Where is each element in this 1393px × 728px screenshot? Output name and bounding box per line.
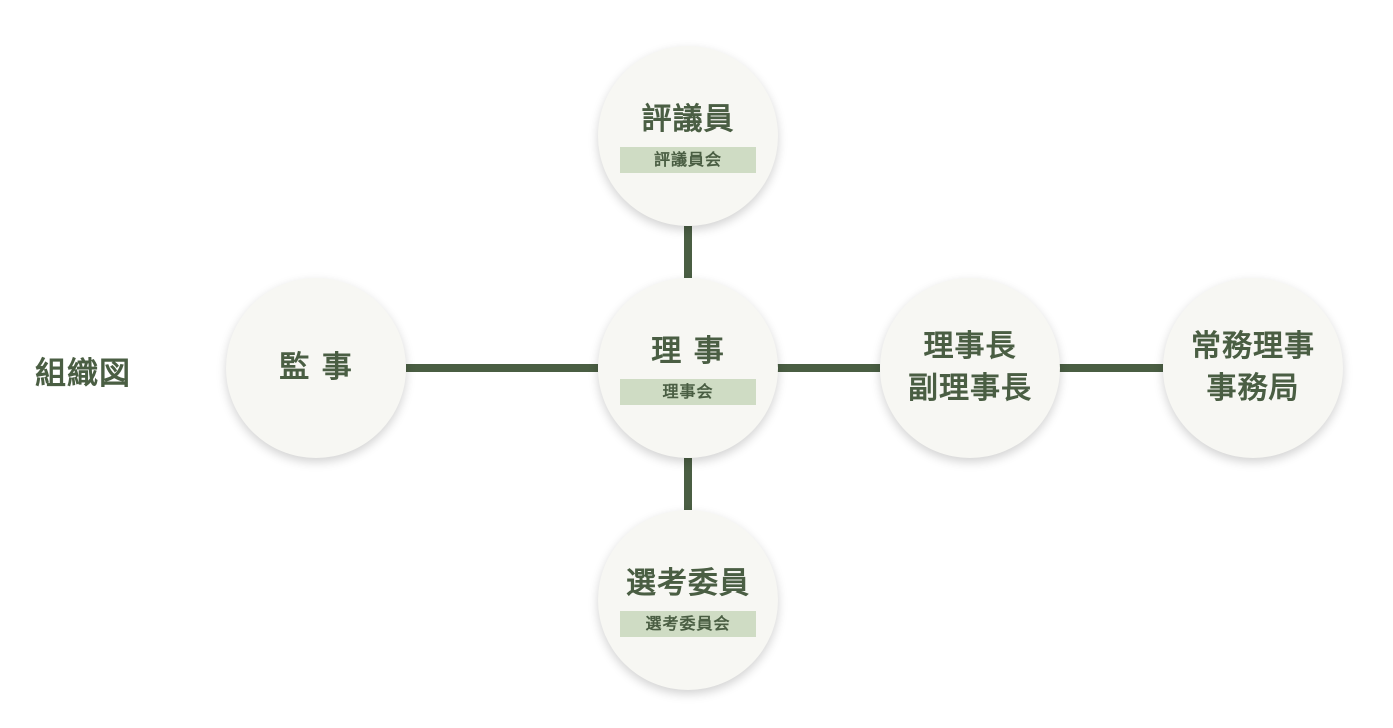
node-senko: 選考委員 選考委員会 bbox=[598, 510, 778, 690]
node-kanji: 監 事 bbox=[226, 278, 406, 458]
node-hyogiin-title: 評議員 bbox=[641, 102, 735, 137]
connector-riji-senko bbox=[684, 458, 692, 510]
node-senko-subtitle: 選考委員会 bbox=[620, 611, 756, 637]
node-jomu: 常務理事 事務局 bbox=[1163, 278, 1343, 458]
node-kanji-title: 監 事 bbox=[279, 350, 353, 385]
node-riji: 理 事 理事会 bbox=[598, 278, 778, 458]
connector-kanji-riji bbox=[406, 364, 598, 372]
node-hyogiin: 評議員 評議員会 bbox=[598, 46, 778, 226]
node-senko-title: 選考委員 bbox=[626, 566, 750, 601]
node-riji-title: 理 事 bbox=[651, 334, 725, 369]
connector-riji-rijicho bbox=[776, 364, 880, 372]
node-hyogiin-subtitle: 評議員会 bbox=[620, 147, 756, 173]
node-riji-subtitle: 理事会 bbox=[620, 379, 756, 405]
node-rijicho-title: 理事長 副理事長 bbox=[908, 329, 1032, 406]
node-jomu-title: 常務理事 事務局 bbox=[1191, 329, 1315, 406]
node-rijicho: 理事長 副理事長 bbox=[880, 278, 1060, 458]
connector-rijicho-jomu bbox=[1059, 364, 1163, 372]
connector-hyogiin-riji bbox=[684, 226, 692, 278]
page-title: 組織図 bbox=[35, 356, 131, 392]
